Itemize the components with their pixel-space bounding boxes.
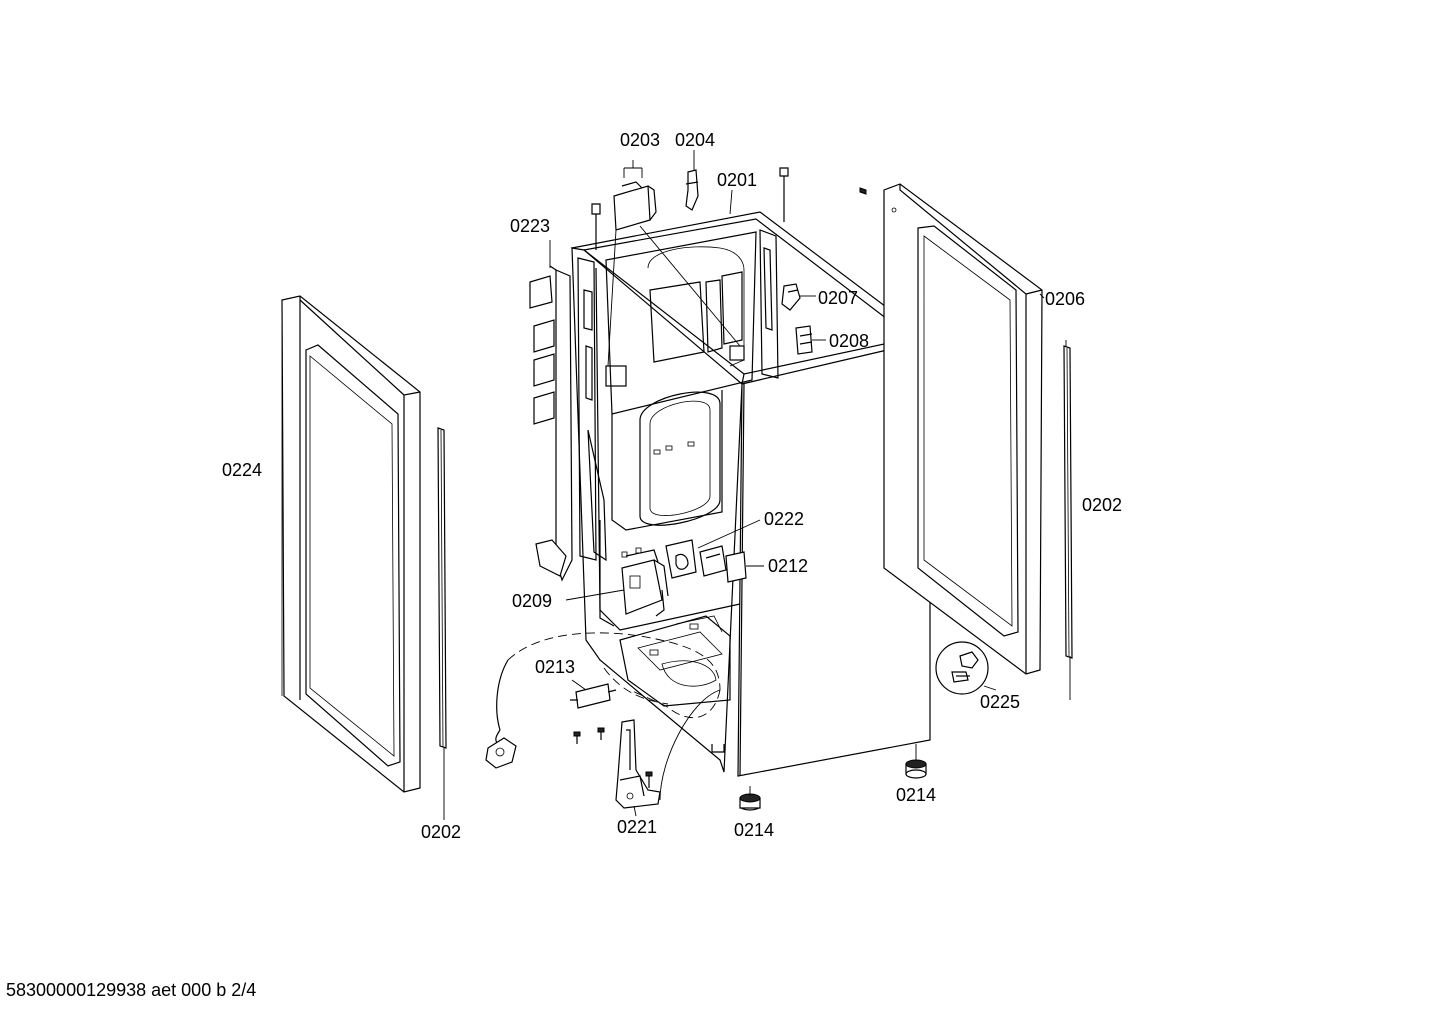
label-0203: 0203 [620,130,660,150]
top-clip-0204 [685,150,699,211]
label-0214-right: 0214 [896,785,936,805]
label-0224: 0224 [222,460,262,480]
filter-0213 [570,679,617,744]
left-gasket-strip [437,427,447,749]
left-side-panel [281,295,421,793]
label-0225: 0225 [980,692,1020,712]
top-clips [591,167,867,250]
cover-0212 [725,551,764,583]
label-0204: 0204 [675,130,715,150]
power-cable [485,632,721,769]
foot-right [905,744,927,779]
label-0209: 0209 [512,591,552,611]
foot-left [739,786,761,811]
cabinet-frame [570,211,932,777]
label-0222: 0222 [764,509,804,529]
label-0223: 0223 [510,216,550,236]
clip-0208 [795,325,826,355]
clip-0207 [781,283,816,311]
label-0202-left: 0202 [421,822,461,842]
hinge-bracket [607,160,741,367]
sensor-0222 [665,519,761,579]
label-0207: 0207 [818,288,858,308]
label-0208: 0208 [829,331,869,351]
document-number: 58300000129938 aet 000 b 2/4 [6,980,257,1000]
label-0213: 0213 [535,657,575,677]
label-0212: 0212 [768,556,808,576]
label-0221: 0221 [617,817,657,837]
detail-circle-0225 [935,641,997,695]
label-0206: 0206 [1045,289,1085,309]
slide-rail [529,240,573,582]
label-0202-right: 0202 [1082,495,1122,515]
leader-0201 [729,189,733,215]
door-lock-switch [565,547,669,617]
right-door-panel [883,183,1043,675]
right-gasket-strip [1063,345,1073,659]
label-0201: 0201 [717,170,757,190]
leader-0206 [1039,293,1045,299]
label-0214-left: 0214 [734,820,774,840]
thermostat-0221 [615,689,721,817]
leader-0202-right [1065,340,1071,700]
